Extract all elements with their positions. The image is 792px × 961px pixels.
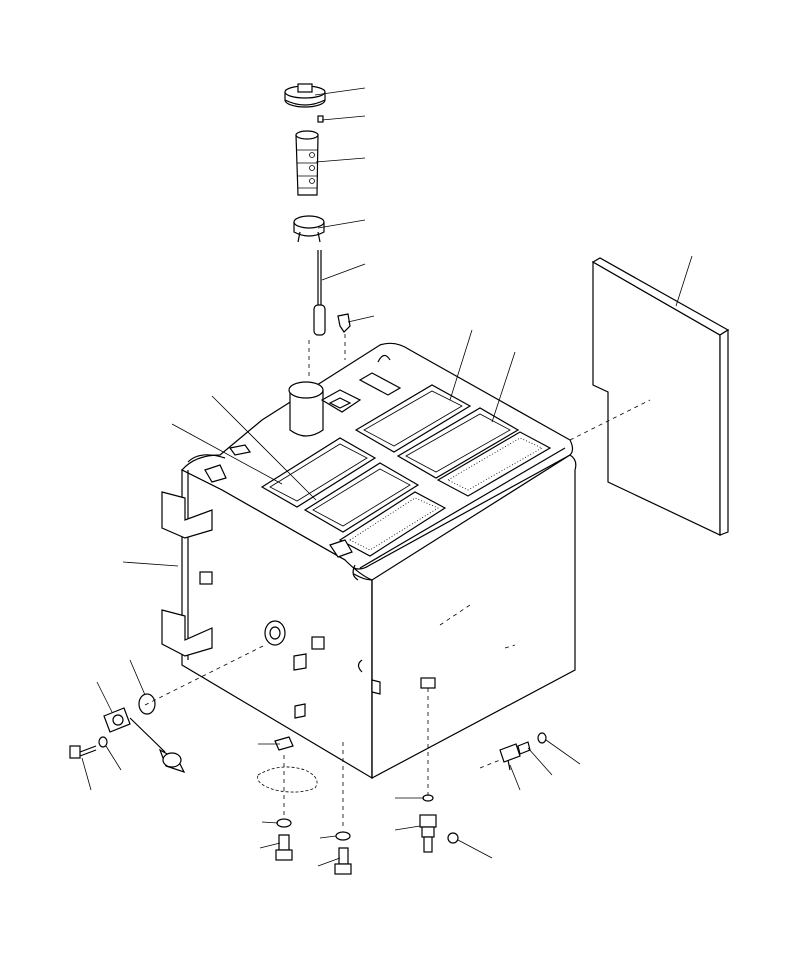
inspection-cover-1	[260, 437, 377, 508]
top-corner-clip-1	[204, 464, 227, 483]
filler-cap	[284, 83, 326, 108]
level-gauge-rod	[313, 250, 326, 336]
leader-lines	[81, 87, 693, 867]
washer-left	[98, 736, 108, 748]
corner-hook	[352, 564, 359, 581]
sensor-unit	[103, 707, 186, 774]
bolt-bottom-1	[275, 834, 293, 861]
valve-seal	[537, 732, 547, 744]
o-ring	[138, 693, 156, 715]
top-corner-clip-2	[329, 539, 353, 558]
drain-plug	[419, 814, 437, 853]
cover-plate	[591, 257, 730, 536]
mounting-bracket-lower	[161, 609, 213, 657]
filler-neck	[288, 381, 324, 437]
side-hook	[357, 659, 363, 673]
plug-cap	[447, 832, 459, 844]
cap-key	[317, 115, 324, 123]
strainer	[295, 130, 319, 196]
edge-fitting	[371, 679, 381, 695]
gasket-outline	[257, 766, 318, 793]
top-bracket	[320, 389, 362, 413]
bottom-clip	[294, 703, 306, 719]
breather	[337, 313, 351, 360]
inspection-cover-4	[396, 407, 520, 479]
anti-slip-mat-1	[338, 491, 447, 557]
bolt-left	[69, 745, 97, 759]
drain-fitting-top	[420, 677, 436, 689]
fuel-tank-body	[181, 342, 577, 780]
bottom-plate	[274, 736, 294, 751]
hook-plate	[358, 354, 402, 396]
inspection-cover-2	[303, 462, 420, 533]
side-clip	[293, 653, 307, 671]
washer-drain	[422, 794, 434, 802]
side-nut-2	[311, 636, 325, 650]
drain-valve	[499, 741, 531, 771]
drain-port	[264, 620, 286, 646]
washer-bottom-2	[335, 831, 351, 841]
washer-bottom-1	[276, 818, 292, 828]
inspection-cover-3	[354, 384, 472, 453]
bolt-bottom-2	[334, 847, 352, 875]
mounting-bracket-upper	[161, 491, 213, 539]
spacer-block	[228, 444, 252, 456]
filler-ring	[293, 215, 325, 243]
side-nut-1	[199, 571, 213, 585]
anti-slip-mat-2	[436, 431, 552, 497]
